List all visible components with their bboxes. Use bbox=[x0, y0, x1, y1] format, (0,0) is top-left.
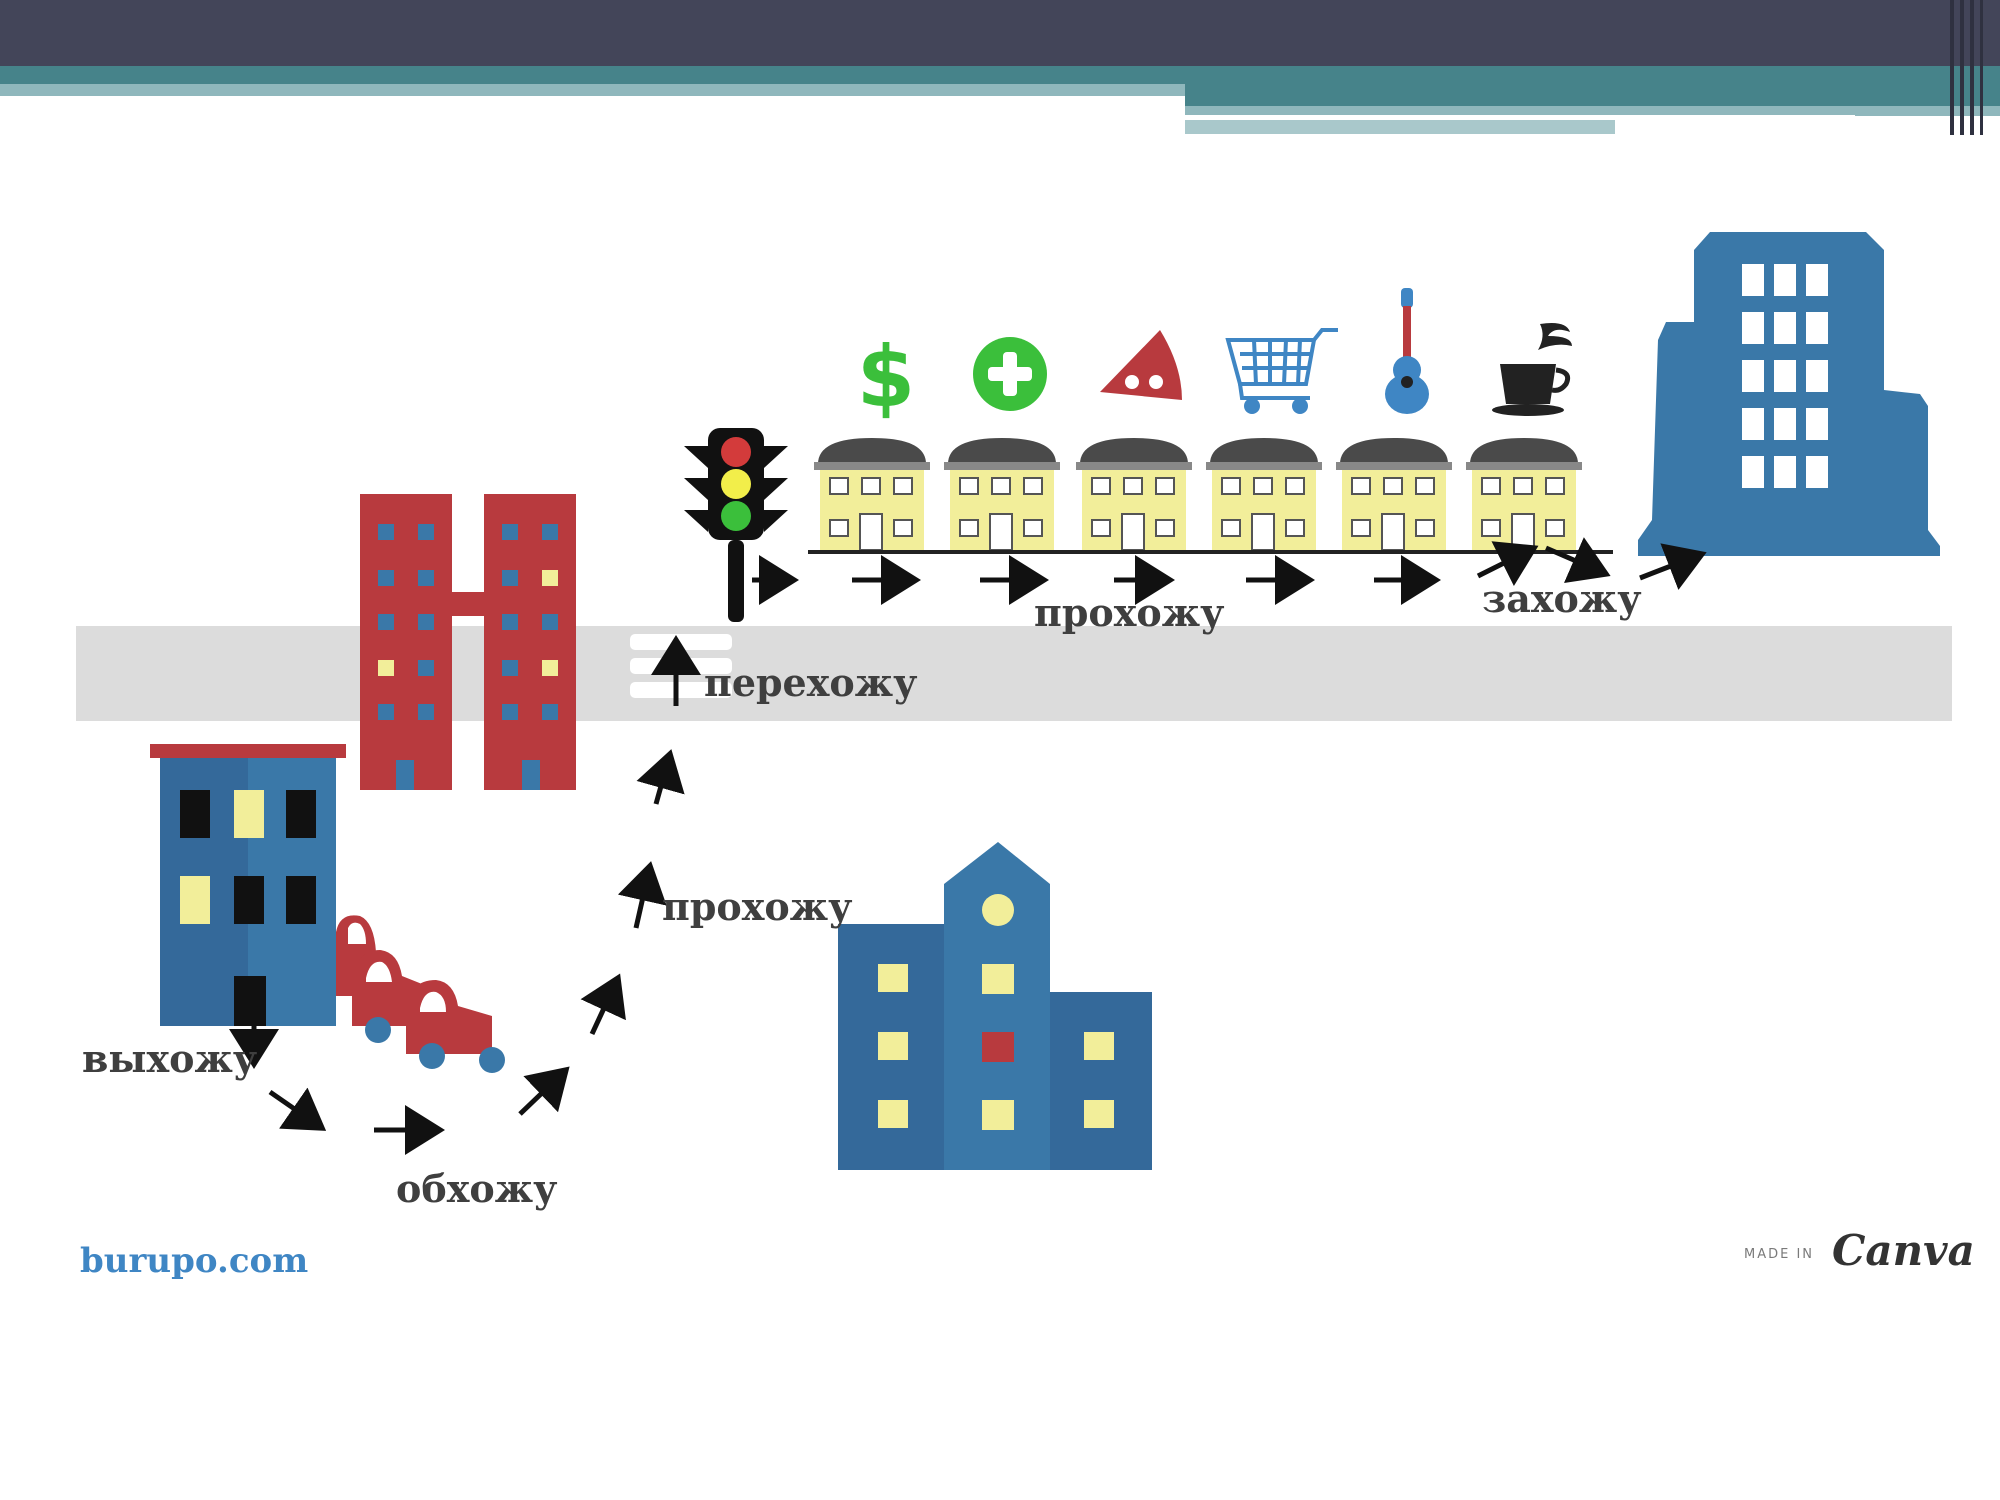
made-in-text: MADE IN bbox=[1744, 1247, 1815, 1262]
label-go-around: обхожу bbox=[396, 1166, 558, 1211]
red-tower-building bbox=[360, 494, 576, 790]
shop-row bbox=[808, 437, 1613, 554]
website-link[interactable]: burupo.com bbox=[80, 1241, 309, 1281]
guitar-icon bbox=[1385, 288, 1429, 414]
label-exit: выхожу bbox=[82, 1036, 258, 1081]
home-building bbox=[150, 744, 346, 1026]
canva-brand-logo: Canva bbox=[1832, 1226, 1975, 1275]
school-building bbox=[838, 842, 1152, 1170]
plus-cross-icon bbox=[973, 337, 1047, 411]
traffic-light-icon bbox=[684, 428, 788, 622]
pizza-slice-icon bbox=[1100, 330, 1182, 400]
dollar-icon: $ bbox=[857, 328, 915, 426]
label-pass-by-lower: прохожу bbox=[662, 884, 853, 929]
shopping-cart-icon bbox=[1225, 328, 1338, 414]
coffee-cup-icon bbox=[1492, 323, 1572, 416]
header-band bbox=[0, 0, 2000, 135]
label-cross: перехожу bbox=[704, 660, 918, 705]
label-enter: захожу bbox=[1482, 576, 1642, 621]
svg-text:$: $ bbox=[857, 328, 915, 426]
label-pass-by-upper: прохожу bbox=[1034, 590, 1225, 635]
office-building bbox=[1638, 232, 1940, 556]
parked-cars bbox=[336, 915, 505, 1073]
